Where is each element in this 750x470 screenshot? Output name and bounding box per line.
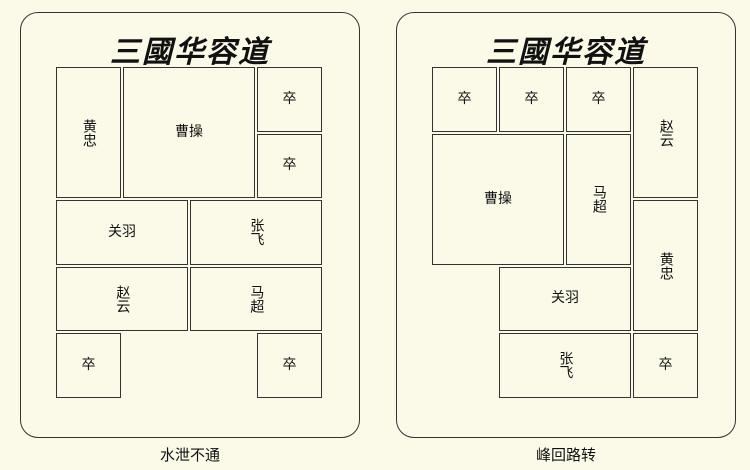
puzzle-piece[interactable]: 卒 [257, 133, 322, 198]
piece-label: 卒 [282, 157, 297, 174]
puzzle-piece[interactable]: 黄忠 [633, 200, 698, 331]
piece-label: 马超 [248, 284, 265, 313]
piece-label: 黄忠 [657, 251, 674, 280]
puzzle-piece[interactable]: 曹操 [123, 67, 255, 198]
board-title: 三國华容道 [486, 35, 646, 70]
puzzle-piece[interactable]: 张飞 [190, 200, 322, 265]
puzzle-piece[interactable]: 卒 [432, 67, 497, 132]
puzzle-piece[interactable]: 关羽 [56, 200, 188, 265]
puzzle-board-left: 三國华容道 黄忠曹操卒卒关羽张飞赵云马超卒卒 [20, 12, 360, 438]
piece-label: 卒 [524, 90, 539, 107]
puzzle-piece[interactable]: 赵云 [633, 67, 698, 198]
piece-label: 卒 [81, 356, 96, 373]
piece-label: 马超 [590, 185, 607, 213]
puzzle-piece[interactable]: 卒 [499, 67, 564, 132]
puzzle-piece[interactable]: 赵云 [56, 266, 188, 331]
piece-label: 卒 [282, 356, 297, 373]
piece-label: 张飞 [557, 351, 574, 380]
piece-grid: 黄忠曹操卒卒关羽张飞赵云马超卒卒 [56, 67, 324, 400]
piece-label: 张飞 [248, 218, 265, 247]
puzzle-piece[interactable]: 马超 [566, 133, 631, 265]
puzzle-piece[interactable]: 卒 [633, 333, 698, 398]
piece-label: 关羽 [108, 223, 136, 240]
piece-label: 卒 [658, 356, 673, 373]
puzzle-piece[interactable]: 卒 [566, 67, 631, 132]
board-caption: 水泄不通 [159, 446, 220, 464]
piece-label: 曹操 [484, 190, 512, 207]
puzzle-piece[interactable]: 黄忠 [56, 67, 121, 198]
piece-label: 卒 [282, 90, 297, 107]
piece-label: 卒 [591, 90, 606, 107]
puzzle-piece[interactable]: 张飞 [499, 333, 631, 398]
puzzle-piece[interactable]: 曹操 [432, 133, 564, 265]
board-caption: 峰回路转 [535, 446, 596, 464]
piece-grid: 卒卒卒赵云曹操马超黄忠关羽张飞卒 [432, 67, 700, 400]
piece-label: 关羽 [551, 290, 579, 307]
piece-label: 黄忠 [80, 118, 97, 147]
piece-label: 曹操 [175, 124, 203, 141]
piece-label: 赵云 [114, 284, 131, 313]
piece-label: 赵云 [657, 118, 674, 147]
puzzle-piece[interactable]: 卒 [257, 67, 322, 132]
puzzle-piece[interactable]: 马超 [190, 266, 322, 331]
puzzle-piece[interactable]: 关羽 [499, 266, 631, 331]
puzzle-piece[interactable]: 卒 [257, 333, 322, 398]
board-title: 三國华容道 [110, 35, 270, 70]
puzzle-piece[interactable]: 卒 [56, 333, 121, 398]
piece-label: 卒 [457, 90, 472, 107]
puzzle-board-right: 三國华容道 卒卒卒赵云曹操马超黄忠关羽张飞卒 [396, 12, 736, 438]
